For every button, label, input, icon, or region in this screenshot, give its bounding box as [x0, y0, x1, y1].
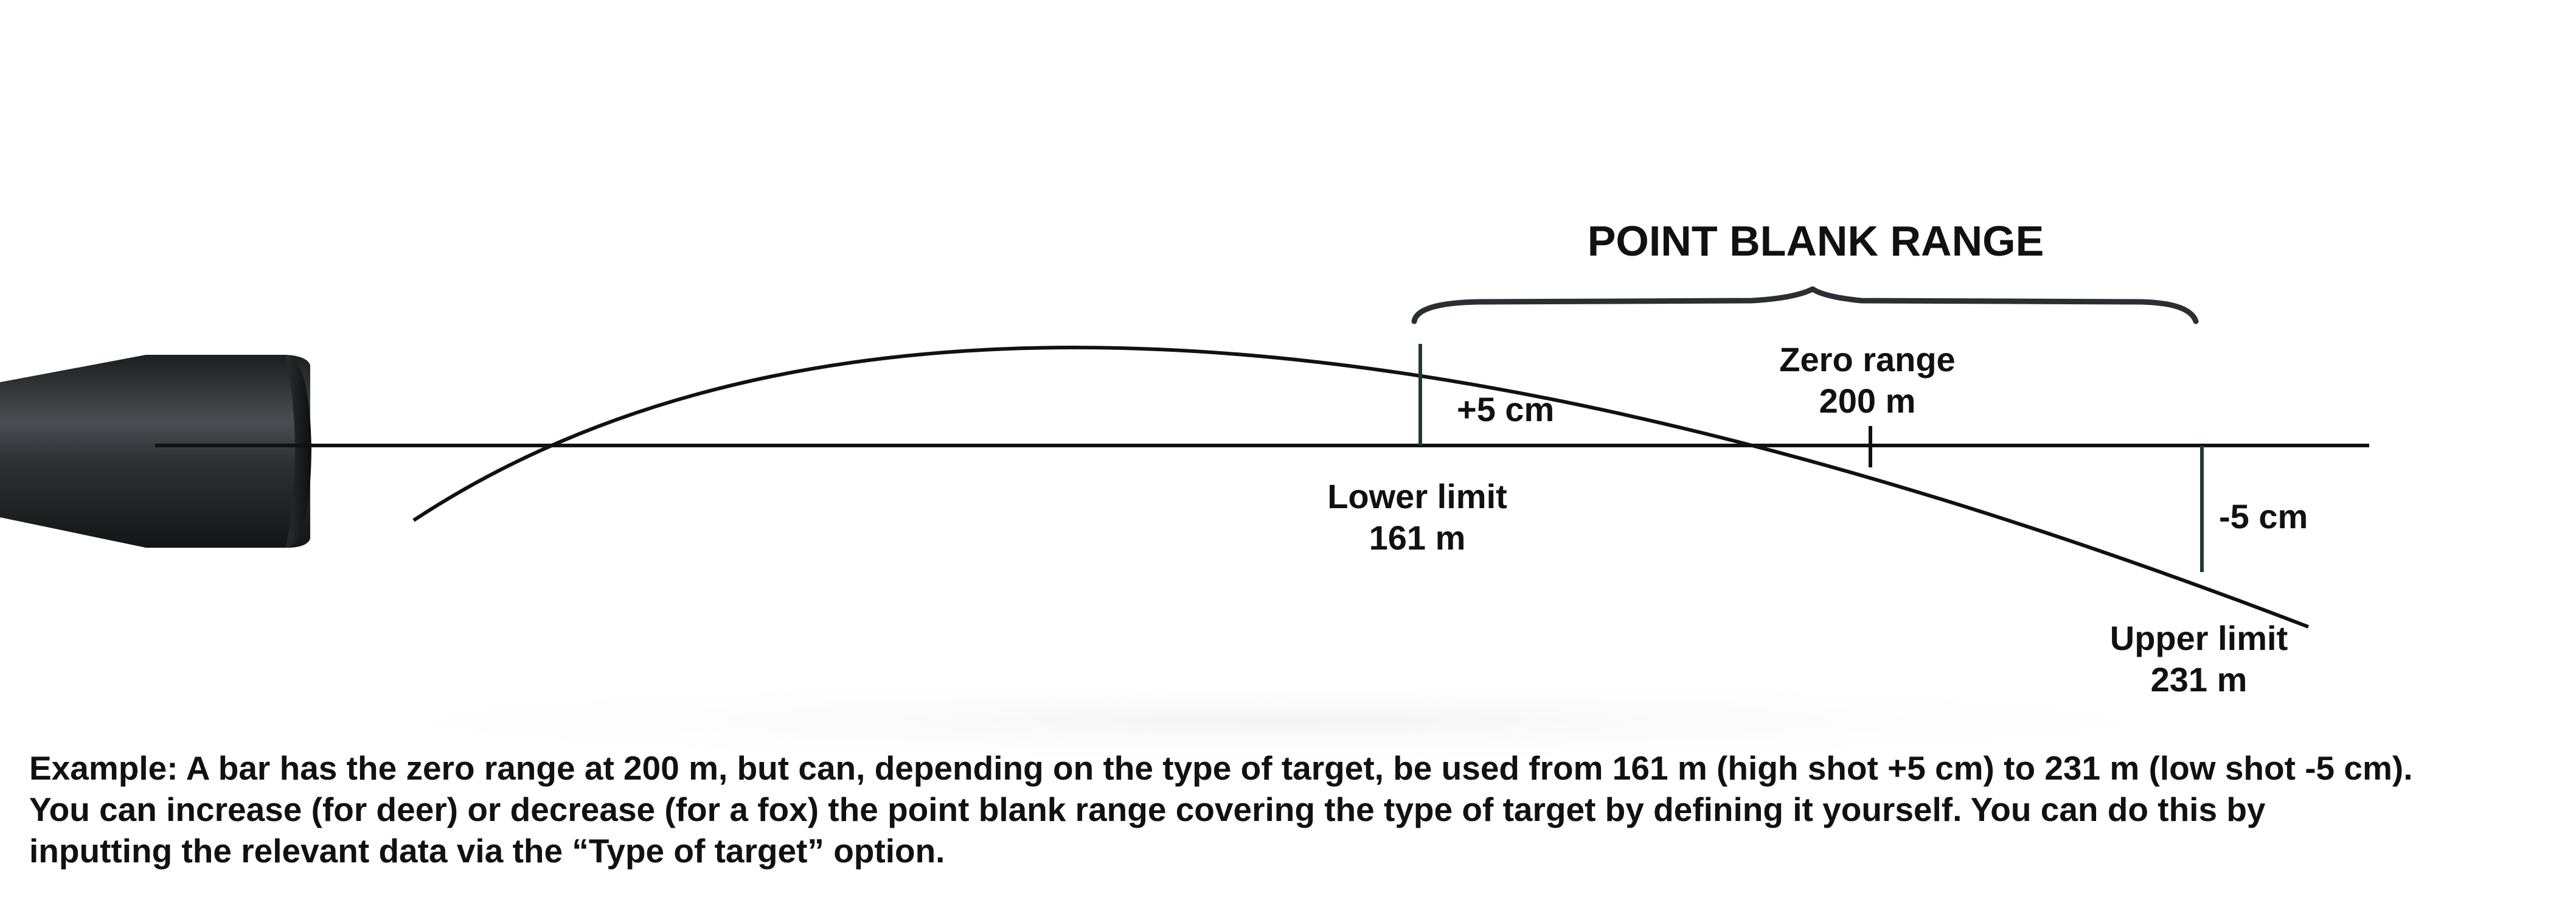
example-caption: Example: A bar has the zero range at 200…: [29, 747, 2553, 871]
upper-offset-label: -5 cm: [2219, 497, 2308, 536]
upper-limit-label: Upper limit: [2110, 619, 2288, 657]
lower-limit-value: 161 m: [1369, 519, 1466, 557]
floor-shadow: [243, 676, 2311, 767]
lower-limit-label: Lower limit: [1327, 477, 1507, 515]
caption-line: inputting the relevant data via the “Typ…: [29, 832, 945, 870]
upper-limit-value: 231 m: [2151, 660, 2248, 699]
caption-line: Example: A bar has the zero range at 200…: [29, 749, 2413, 787]
rifle-scope-icon: [0, 355, 311, 548]
zero-range-label: Zero range: [1779, 340, 1955, 379]
diagram-title: POINT BLANK RANGE: [1588, 217, 2044, 265]
caption-line: You can increase (for deer) or decrease …: [29, 791, 2266, 828]
lower-offset-label: +5 cm: [1457, 390, 1554, 428]
bullet-trajectory: [412, 346, 2310, 629]
point-blank-range-brace: [1411, 286, 2199, 324]
zero-range-value: 200 m: [1819, 382, 1916, 420]
